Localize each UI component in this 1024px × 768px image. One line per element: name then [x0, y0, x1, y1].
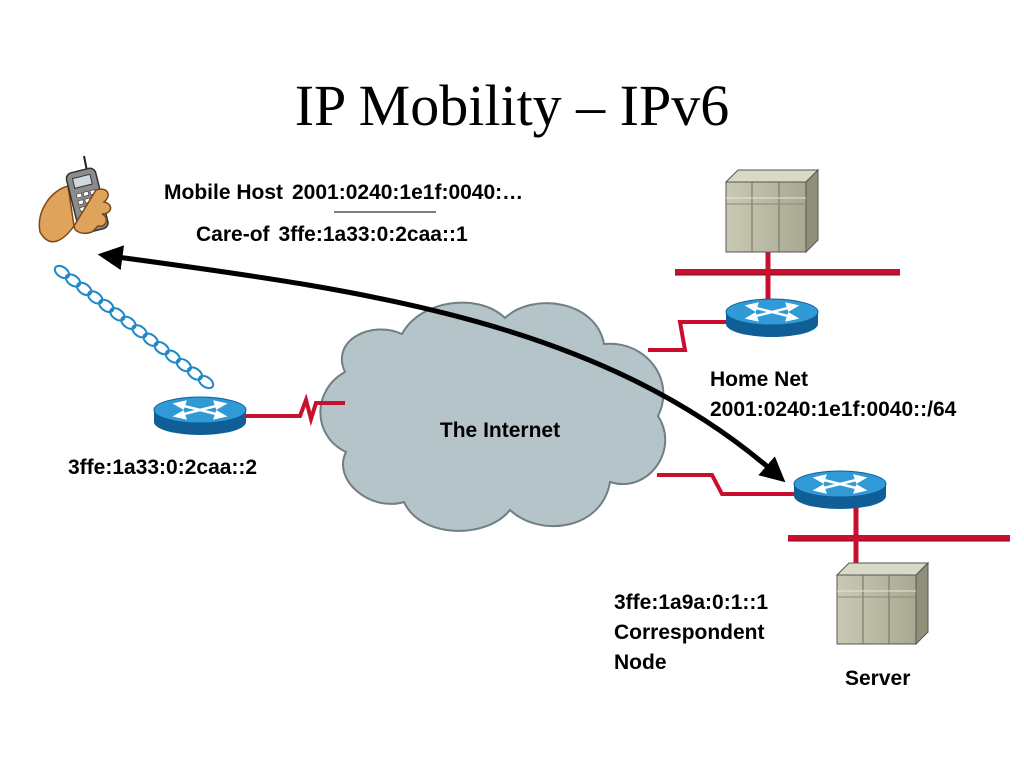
wireless-coil-loop [197, 374, 215, 390]
internet-label: The Internet [439, 419, 561, 442]
wireless-coil-loop [109, 307, 126, 322]
care-of-title: Care-of [196, 223, 270, 246]
correspondent-address: 3ffe:1a9a:0:1::1 [614, 591, 769, 614]
wireless-coil-loop [131, 324, 148, 339]
home-net-label: Home Net [710, 368, 809, 391]
wireless-coil-loop [87, 290, 104, 305]
server-label: Server [845, 667, 911, 690]
wireless-coil-loop [164, 349, 181, 364]
link-home-router-internet [648, 320, 726, 352]
correspondent-router-icon [793, 470, 887, 509]
wireless-coil-loop [120, 315, 137, 330]
wireless-coil-loop [153, 341, 170, 356]
foreign-router-icon [153, 396, 247, 435]
slide-title: IP Mobility – IPv6 [294, 73, 730, 138]
correspondent-lan [788, 506, 1010, 564]
wireless-coil-loop [186, 366, 204, 381]
home-lan [675, 250, 900, 304]
wireless-signal-icon [53, 264, 215, 390]
wireless-coil-loop [64, 273, 82, 288]
mobile-host-address: 2001:0240:1e1f:0040:… [292, 181, 524, 204]
foreign-router-address: 3ffe:1a33:0:2caa::2 [68, 456, 258, 479]
home-net-prefix: 2001:0240:1e1f:0040::/64 [710, 398, 957, 421]
wireless-coil-loop [142, 332, 159, 347]
correspondent-label-line2: Node [614, 651, 667, 674]
server-icon [835, 561, 930, 646]
wireless-coil-loop [98, 298, 115, 313]
care-of-address: 3ffe:1a33:0:2caa::1 [278, 223, 468, 246]
wireless-coil-loop [53, 264, 71, 280]
mobile-phone-icon [38, 155, 112, 243]
care-of-label: Care-of 3ffe:1a33:0:2caa::1 [196, 222, 468, 247]
internet-cloud [319, 301, 667, 532]
home-server-icon [724, 168, 820, 254]
mobile-host-title: Mobile Host [164, 181, 283, 204]
mobile-host-label: Mobile Host 2001:0240:1e1f:0040:… [164, 180, 523, 205]
wireless-coil-loop [76, 281, 93, 297]
wireless-coil-loop [175, 357, 192, 373]
link-correspondent-router-internet [657, 473, 796, 496]
binding-update-arrow [97, 245, 786, 483]
home-router-icon [725, 298, 819, 337]
correspondent-label-line1: Correspondent [614, 621, 765, 644]
